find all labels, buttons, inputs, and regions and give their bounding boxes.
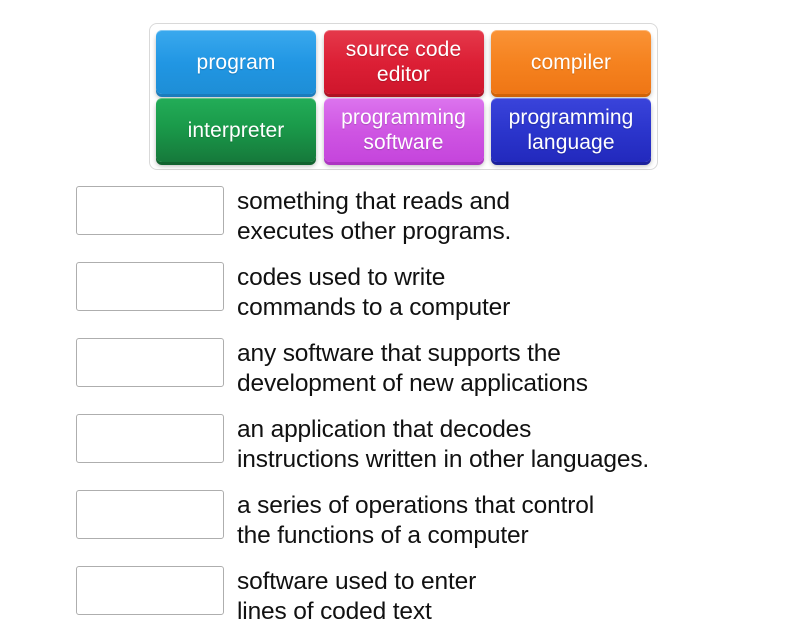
tile-program[interactable]: program <box>156 30 316 94</box>
drop-zone-4[interactable] <box>76 414 224 463</box>
tile-programming-software[interactable]: programming software <box>323 98 484 162</box>
definition-text-1: something that reads and executes other … <box>237 188 512 245</box>
drop-zone-5[interactable] <box>76 490 224 539</box>
definition-list: something that reads and executes other … <box>76 186 776 642</box>
definition-text-4: an application that decodes instructions… <box>237 416 650 473</box>
tile-bank-row-1: program source code editor compiler <box>156 30 651 95</box>
definition-text-6: software used to enter lines of coded te… <box>237 568 477 625</box>
tile-bank: program source code editor compiler inte… <box>149 23 658 170</box>
drop-zone-2[interactable] <box>76 262 224 311</box>
tile-bank-row-2: interpreter programming software program… <box>156 98 651 163</box>
tile-compiler[interactable]: compiler <box>491 30 651 94</box>
definition-text-2: codes used to write commands to a comput… <box>237 264 511 321</box>
definition-row: any software that supports the developme… <box>76 338 776 399</box>
drop-zone-1[interactable] <box>76 186 224 235</box>
definition-text-3: any software that supports the developme… <box>237 340 588 397</box>
drop-zone-3[interactable] <box>76 338 224 387</box>
drop-zone-6[interactable] <box>76 566 224 615</box>
definition-text-5: a series of operations that control the … <box>237 492 595 549</box>
definition-row: codes used to write commands to a comput… <box>76 262 776 323</box>
tile-programming-language[interactable]: programming language <box>491 98 651 162</box>
tile-interpreter[interactable]: interpreter <box>156 98 316 162</box>
definition-row: something that reads and executes other … <box>76 186 776 247</box>
definition-row: a series of operations that control the … <box>76 490 776 551</box>
definition-row: software used to enter lines of coded te… <box>76 566 776 627</box>
definition-row: an application that decodes instructions… <box>76 414 776 475</box>
tile-source-code-editor[interactable]: source code editor <box>323 30 484 94</box>
